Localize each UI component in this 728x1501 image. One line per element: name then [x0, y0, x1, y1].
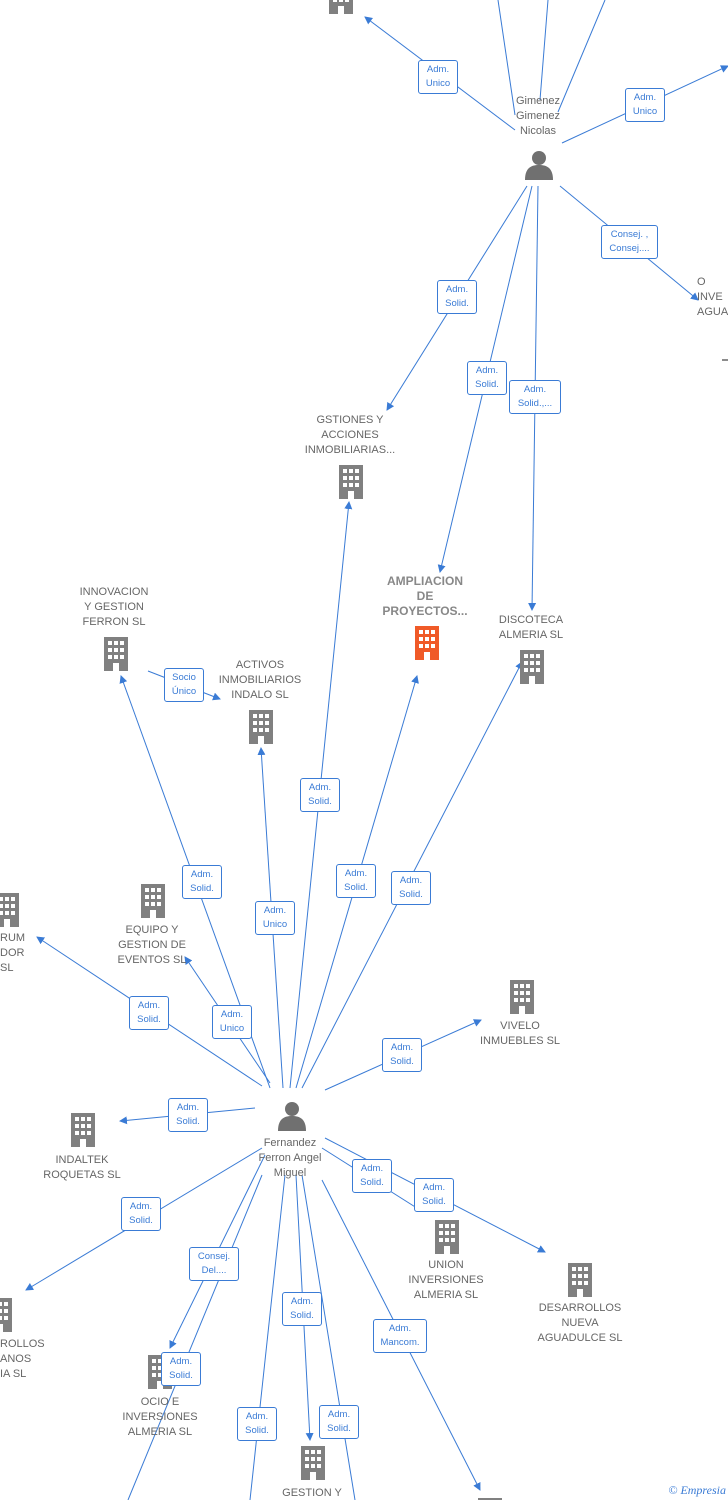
building-icon — [0, 893, 19, 927]
relation-label[interactable]: Adm. Solid. — [129, 996, 169, 1030]
node-desarrollos[interactable]: DESARROLLOS NUEVA AGUADULCE SL — [537, 1302, 623, 1344]
relation-label[interactable]: Adm. Solid. — [319, 1405, 359, 1439]
building-icon — [141, 884, 165, 918]
node-fernandez[interactable]: Fernandez Ferron Angel Miguel — [258, 1137, 322, 1179]
building-icon — [301, 1446, 325, 1480]
person-icon — [525, 151, 553, 180]
relation-label[interactable]: Adm. Solid. — [437, 280, 477, 314]
node-vivelo[interactable]: VIVELO INMUEBLES SL — [479, 1020, 561, 1047]
relation-label[interactable]: Adm. Solid.,... — [509, 380, 561, 414]
footer-brand[interactable]: © Empresia — [668, 1483, 726, 1498]
relation-label[interactable]: Adm. Solid. — [414, 1178, 454, 1212]
node-gestiones[interactable]: GSTIONES Y ACCIONES INMOBILIARIAS... — [304, 414, 396, 456]
node-gestiony[interactable]: GESTION Y — [282, 1487, 342, 1499]
relation-label[interactable]: Adm. Solid. — [182, 865, 222, 899]
node-inve[interactable]: O INVE AGUA — [697, 276, 728, 318]
building-icon — [0, 1298, 12, 1332]
relation-label[interactable]: Adm. Solid. — [352, 1159, 392, 1193]
node-activos[interactable]: ACTIVOS INMOBILIARIOS INDALO SL — [218, 659, 302, 701]
copyright-symbol: © — [668, 1483, 678, 1497]
building-icon — [104, 637, 128, 671]
node-indaltek[interactable]: INDALTEK ROQUETAS SL — [43, 1154, 121, 1181]
relation-label[interactable]: Adm. Unico — [625, 88, 665, 122]
node-gimenez[interactable]: Gimenez Gimenez Nicolas — [515, 95, 561, 137]
edge — [127, 1174, 263, 1500]
building-icon — [71, 1113, 95, 1147]
node-equipo[interactable]: EQUIPO Y GESTION DE EVENTOS SL — [117, 924, 187, 966]
brand-name: Empresia — [680, 1483, 726, 1497]
building-icon — [339, 465, 363, 499]
relation-label[interactable]: Adm. Solid. — [168, 1098, 208, 1132]
relation-label[interactable]: Socio Único — [164, 668, 204, 702]
relation-label[interactable]: Consej. , Consej.... — [601, 225, 658, 259]
relation-label[interactable]: Adm. Unico — [418, 60, 458, 94]
relation-label[interactable]: Adm. Solid. — [237, 1407, 277, 1441]
edge — [497, 0, 516, 116]
building-icon-main — [415, 626, 439, 660]
node-ocio[interactable]: OCIO E INVERSIONES ALMERIA SL — [122, 1396, 198, 1438]
edge — [301, 1174, 356, 1500]
node-discoteca[interactable]: DISCOTECA ALMERIA SL — [498, 614, 564, 641]
relation-label[interactable]: Adm. Solid. — [121, 1197, 161, 1231]
node-innovacion[interactable]: INNOVACION Y GESTION FERRON SL — [79, 586, 149, 628]
relation-label[interactable]: Adm. Solid. — [300, 778, 340, 812]
edge — [557, 0, 606, 113]
relation-label[interactable]: Adm. Solid. — [161, 1352, 201, 1386]
relation-label[interactable]: Adm. Unico — [212, 1005, 252, 1039]
building-icon — [568, 1263, 592, 1297]
relation-label[interactable]: Adm. Mancom. — [373, 1319, 427, 1353]
node-union[interactable]: UNION INVERSIONES ALMERIA SL — [408, 1259, 484, 1301]
person-icon — [278, 1102, 306, 1131]
relation-label[interactable]: Adm. Solid. — [382, 1038, 422, 1072]
relation-label[interactable]: Consej. Del.... — [189, 1247, 239, 1281]
relation-label[interactable]: Adm. Unico — [255, 901, 295, 935]
edge — [539, 0, 549, 101]
node-rollos[interactable]: ROLLOS ANOS IA SL — [0, 1338, 45, 1380]
building-icon — [249, 710, 273, 744]
relation-label[interactable]: Adm. Solid. — [336, 864, 376, 898]
relation-label[interactable]: Adm. Solid. — [391, 871, 431, 905]
node-rum[interactable]: RUM DOR SL — [0, 932, 26, 974]
relation-label[interactable]: Adm. Solid. — [467, 361, 507, 395]
building-icon — [435, 1220, 459, 1254]
building-icon — [510, 980, 534, 1014]
edge — [249, 1174, 286, 1500]
building-icon — [520, 650, 544, 684]
building-icon — [329, 0, 353, 14]
relation-label[interactable]: Adm. Solid. — [282, 1292, 322, 1326]
node-ampliacion[interactable]: AMPLIACION DE PROYECTOS... — [382, 574, 468, 618]
